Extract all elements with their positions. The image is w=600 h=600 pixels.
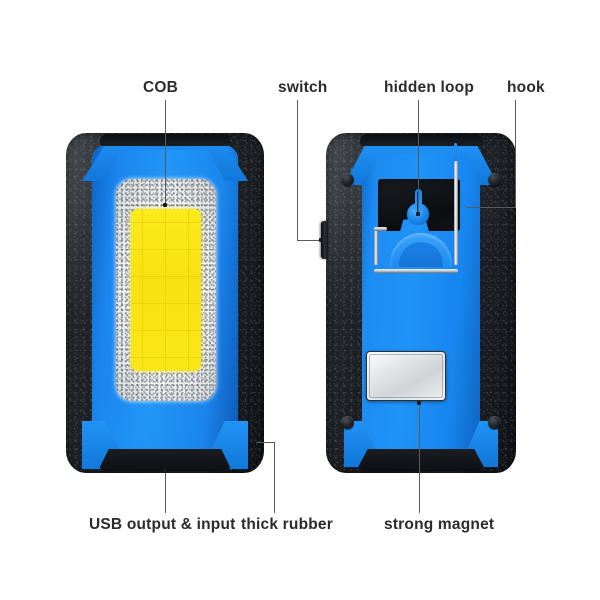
hook-recess-arc [390,233,452,267]
leader-line-cob [165,100,166,205]
screw-top-left [341,173,354,186]
leader-line-strong-magnet [419,403,420,513]
leader-line-hook-vertical [515,100,516,207]
hook-arm-left [374,229,378,265]
strong-magnet-plate [366,351,446,401]
hook-pivot-nub [454,143,457,163]
keyhole-slot [417,192,419,216]
screw-bottom-right [488,416,501,429]
cob-die-grid [131,209,201,371]
leader-line-usb [165,473,166,513]
cob-led-panel [116,179,216,401]
leader-line-switch-horizontal [297,240,323,241]
leader-dot-switch [319,238,323,242]
hook-tip-left [374,227,387,231]
leader-dot-usb [163,469,167,473]
leader-dot-strong-magnet [417,401,421,405]
cob-emitter-surface [131,209,201,371]
hook-arm-right [454,161,458,265]
leader-line-hidden-loop [418,100,419,214]
leader-dot-cob [163,203,167,207]
leader-line-thick-rubber-horizontal [256,442,275,443]
callout-label-switch: switch [278,79,328,96]
leader-dot-hidden-loop [416,212,420,216]
callout-label-cob: COB [143,79,179,96]
flashlight-front-view [66,133,264,473]
rubber-lip-bottom-back [356,449,486,471]
leader-line-hook-horizontal [466,207,516,208]
power-switch[interactable] [321,221,328,259]
screw-bottom-left [341,416,354,429]
flashlight-back-view [321,133,516,473]
callout-label-usb: USB output & input [89,516,236,533]
callout-label-hidden-loop: hidden loop [384,79,475,96]
callout-label-hook: hook [507,79,545,96]
folding-hook[interactable] [374,143,458,273]
screw-top-right [488,173,501,186]
rubber-lip-bottom-front [98,449,232,471]
hook-base [374,269,458,273]
callout-label-thick-rubber: thick rubber [241,516,333,533]
leader-line-switch-vertical [297,100,298,240]
magnet-inner-bevel [369,354,443,398]
rubber-lip-top-back [360,134,482,146]
callout-label-strong-magnet: strong magnet [384,516,495,533]
leader-line-thick-rubber-vertical [274,442,275,513]
